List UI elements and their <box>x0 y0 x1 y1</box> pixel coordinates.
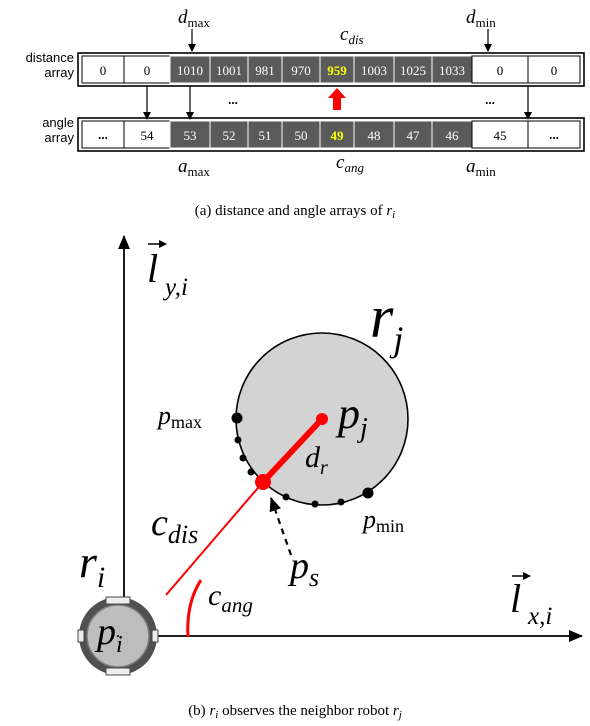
distance-value-9: 1033 <box>439 63 465 78</box>
angle-cell-2 <box>169 120 211 149</box>
label-l-y-axis: l y,i <box>147 240 188 301</box>
label-p-s: ps <box>287 545 319 592</box>
distance-cell-9 <box>431 55 473 84</box>
label-r-j: rj <box>370 284 403 359</box>
label-d-r: dr <box>305 441 328 479</box>
svg-text:l: l <box>147 246 158 291</box>
label-l-x-axis: l x,i <box>510 572 552 630</box>
angle-value-1: 54 <box>141 128 155 143</box>
label-r-i: ri <box>79 536 105 594</box>
c-dis-ray <box>165 481 264 596</box>
distance-cell-11 <box>527 55 581 84</box>
angle-value-4: 51 <box>259 128 272 143</box>
angle-cell-10 <box>471 120 529 149</box>
distance-cell-4 <box>247 55 283 84</box>
svg-text:l: l <box>510 576 521 621</box>
angle-cell-9 <box>431 120 473 149</box>
distance-value-5: 970 <box>291 63 311 78</box>
angle-array-label-line2: array <box>44 130 74 145</box>
angle-value-7: 48 <box>368 128 381 143</box>
p-j-center <box>316 413 328 425</box>
p-s-dashed-arrow <box>269 497 293 556</box>
label-d-max: dmax <box>178 7 210 30</box>
distance-cell-0 <box>81 55 125 84</box>
distance-cell-6 <box>319 55 355 84</box>
caption-b: (b) ri observes the neighbor robot rj <box>188 703 402 721</box>
angle-value-0: ... <box>98 127 108 142</box>
distance-array: 0 0 1010 1001 981 970 959 1003 1025 1033… <box>77 52 585 87</box>
distance-value-11: 0 <box>551 63 558 78</box>
label-c-dis: cdis <box>151 502 198 549</box>
distance-value-6-highlight: 959 <box>327 63 347 78</box>
distance-value-8: 1025 <box>400 63 426 78</box>
distance-array-label-line1: distance <box>26 50 74 65</box>
angle-array: ... 54 53 52 51 50 49 48 47 46 45 ... <box>77 117 585 152</box>
angle-value-8: 47 <box>407 128 421 143</box>
distance-value-3: 1001 <box>216 63 242 78</box>
distance-value-0: 0 <box>100 63 107 78</box>
label-a-max: amax <box>178 156 210 179</box>
angle-value-9: 46 <box>446 128 460 143</box>
distance-value-1: 0 <box>144 63 151 78</box>
angle-cell-1 <box>123 120 171 149</box>
label-p-min: pmin <box>361 505 404 536</box>
d-r-segment <box>260 416 325 485</box>
angle-cell-11 <box>527 120 581 149</box>
angle-value-3: 52 <box>223 128 236 143</box>
label-c-ang-bottom: cang <box>336 152 364 175</box>
red-up-arrow <box>328 88 346 110</box>
label-p-max: pmax <box>156 401 202 432</box>
distance-cell-8 <box>393 55 433 84</box>
gap-mark-left: ... <box>228 92 238 107</box>
distance-array-label-line2: array <box>44 65 74 80</box>
angle-cell-5 <box>281 120 321 149</box>
boundary-points <box>231 412 374 508</box>
distance-value-4: 981 <box>255 63 275 78</box>
distance-value-2: 1010 <box>177 63 203 78</box>
caption-a: (a) distance and angle arrays of ri <box>195 203 395 221</box>
distance-cell-3 <box>209 55 249 84</box>
gap-mark-right: ... <box>485 92 495 107</box>
angle-cell-7 <box>353 120 395 149</box>
angle-value-11: ... <box>549 127 559 142</box>
robot-ri <box>77 596 159 676</box>
angle-value-10: 45 <box>494 128 507 143</box>
svg-text:x,i: x,i <box>527 603 552 630</box>
distance-cell-5 <box>281 55 321 84</box>
distance-cell-7 <box>353 55 395 84</box>
angle-cell-4 <box>247 120 283 149</box>
angle-cell-8 <box>393 120 433 149</box>
angle-value-5: 50 <box>295 128 308 143</box>
distance-value-10: 0 <box>497 63 504 78</box>
label-p-j: pj <box>335 389 368 444</box>
distance-cell-1 <box>123 55 171 84</box>
label-d-min: dmin <box>466 7 496 30</box>
label-a-min: amin <box>466 156 496 179</box>
p-s-point <box>255 474 271 490</box>
angle-value-2: 53 <box>184 128 197 143</box>
label-p-i: pi <box>94 611 123 658</box>
c-ang-arc <box>186 579 203 638</box>
svg-text:y,i: y,i <box>162 274 188 301</box>
angle-array-label-line1: angle <box>42 115 74 130</box>
label-c-dis-top: cdis <box>340 24 364 47</box>
label-c-ang: cang <box>208 579 253 617</box>
distance-cell-10 <box>471 55 529 84</box>
angle-value-6-highlight: 49 <box>331 128 345 143</box>
distance-value-7: 1003 <box>361 63 387 78</box>
